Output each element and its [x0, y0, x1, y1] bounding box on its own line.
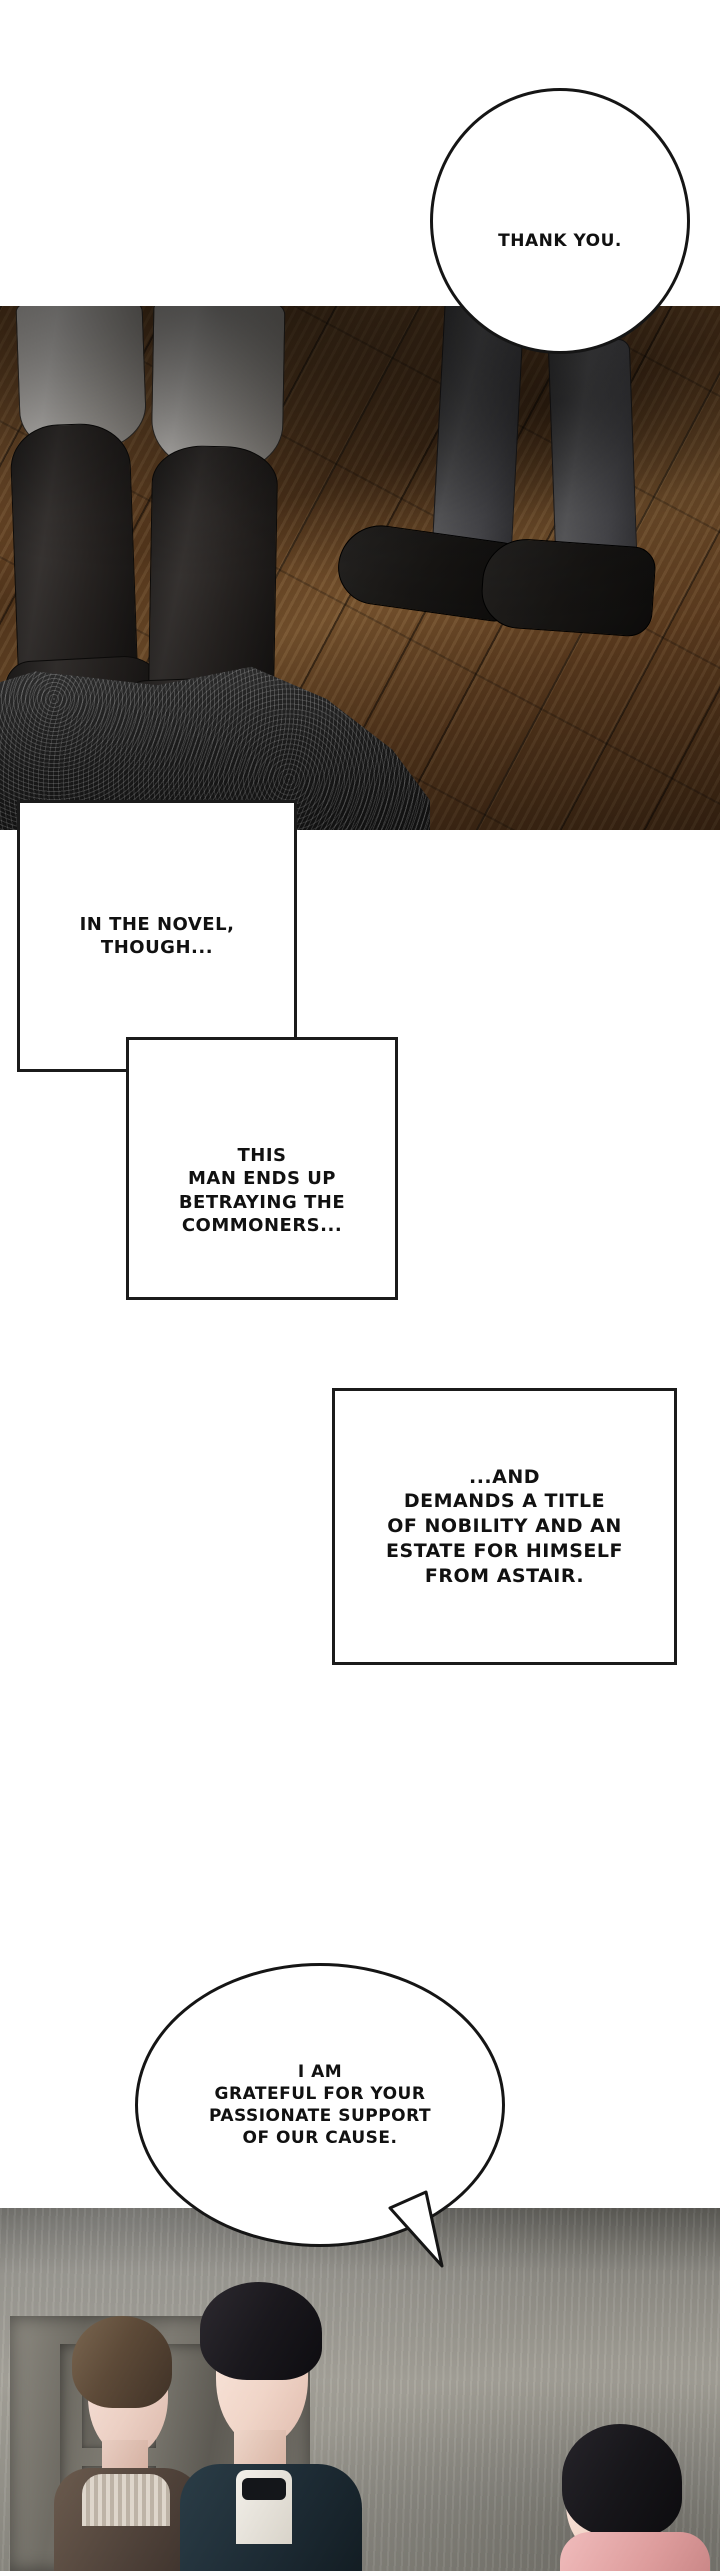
- brown-haired-man-collar: [82, 2474, 170, 2526]
- black-haired-man-bowtie: [242, 2478, 286, 2500]
- black-haired-man-hair: [200, 2282, 322, 2380]
- narration-box-this-man-betrays: THIS MAN ENDS UP BETRAYING THE COMMONERS…: [126, 1037, 398, 1300]
- panel-three-characters-room: [0, 2208, 720, 2571]
- character-black-haired-man-suit: [180, 2282, 362, 2571]
- character-brown-haired-man: [54, 2316, 204, 2571]
- narration-box-in-the-novel-text: IN THE NOVEL, THOUGH...: [79, 913, 235, 958]
- panel-shading-overlay: [0, 306, 720, 830]
- speech-bubble-grateful-text: I AM GRATEFUL FOR YOUR PASSIONATE SUPPOR…: [208, 2061, 432, 2149]
- narration-box-this-man-betrays-text: THIS MAN ENDS UP BETRAYING THE COMMONERS…: [178, 1144, 346, 1236]
- brown-haired-man-hair: [72, 2316, 172, 2408]
- speech-bubble-grateful-tail: [388, 2190, 444, 2268]
- panel-boots-on-wooden-floor: [0, 306, 720, 830]
- narration-box-in-the-novel: IN THE NOVEL, THOUGH...: [17, 800, 297, 1072]
- right-figure-hair: [562, 2424, 682, 2536]
- right-figure-body: [560, 2532, 710, 2571]
- narration-box-and-demands-title: ...AND DEMANDS A TITLE OF NOBILITY AND A…: [332, 1388, 677, 1665]
- character-black-haired-figure-right: [560, 2420, 710, 2571]
- speech-bubble-grateful: I AM GRATEFUL FOR YOUR PASSIONATE SUPPOR…: [135, 1963, 505, 2247]
- speech-bubble-thank-you-text: THANK YOU.: [498, 230, 622, 251]
- narration-box-and-demands-title-text: ...AND DEMANDS A TITLE OF NOBILITY AND A…: [386, 1465, 623, 1587]
- speech-bubble-thank-you: THANK YOU.: [430, 88, 690, 354]
